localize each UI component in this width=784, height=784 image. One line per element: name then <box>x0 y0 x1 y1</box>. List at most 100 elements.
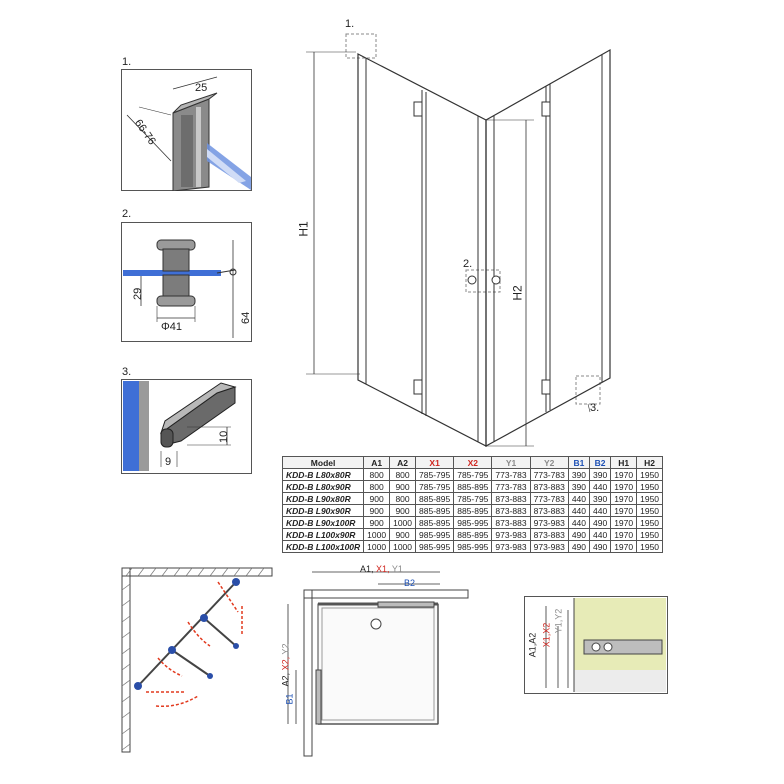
detail-1-label: 1. <box>122 56 132 68</box>
cell-x1: 785-795 <box>415 480 455 493</box>
cell-a2: 900 <box>389 528 417 541</box>
cell-x1: 885-895 <box>415 492 455 505</box>
cell-b1: 440 <box>567 516 591 529</box>
col-x2: X2 <box>453 456 493 469</box>
cell-b2: 390 <box>589 468 612 481</box>
cell-h1: 1970 <box>610 504 638 517</box>
col-x1: X1 <box>415 456 455 469</box>
cell-a1: 800 <box>363 468 391 481</box>
plan-top-a1: A1, <box>360 564 374 574</box>
cell-y1: 873-883 <box>491 492 531 505</box>
detail-2-handle: 29 Φ41 64 <box>121 222 252 342</box>
table-header-row: Model A1 A2 X1 X2 Y1 Y2 B1 B2 H1 H2 <box>281 456 664 469</box>
cell-b2: 440 <box>589 480 612 493</box>
detail-3-label: 3. <box>122 366 132 378</box>
cell-x2: 885-895 <box>453 480 493 493</box>
cell-x1: 885-895 <box>415 516 455 529</box>
side-label-y: Y1,Y2 <box>553 608 564 634</box>
cell-model: KDD-B L100x90R <box>281 528 365 541</box>
cell-x2: 985-995 <box>453 516 493 529</box>
side-label-x: X1,X2 <box>541 622 552 648</box>
cell-a2: 900 <box>389 504 417 517</box>
cell-y1: 773-783 <box>491 468 531 481</box>
dimensions-table: Model A1 A2 X1 X2 Y1 Y2 B1 B2 H1 H2 KDD-… <box>281 456 664 553</box>
side-wall-detail <box>524 596 668 694</box>
col-b1: B1 <box>567 456 591 469</box>
cell-x2: 885-895 <box>453 504 493 517</box>
side-label-a: A1,A2 <box>527 632 538 658</box>
cell-b1: 440 <box>567 504 591 517</box>
cell-h1: 1970 <box>610 540 638 553</box>
cell-y1: 973-983 <box>491 540 531 553</box>
col-a2: A2 <box>389 456 417 469</box>
detail-2-dim-diameter: Φ41 <box>161 321 182 333</box>
cell-b2: 440 <box>589 504 612 517</box>
col-model: Model <box>281 456 365 469</box>
cell-y2: 873-883 <box>529 504 569 517</box>
cell-b1: 390 <box>567 468 591 481</box>
cell-y2: 873-883 <box>529 480 569 493</box>
cell-y2: 773-783 <box>529 468 569 481</box>
cell-a2: 900 <box>389 480 417 493</box>
cell-model: KDD-B L80x80R <box>281 468 365 481</box>
cell-x2: 985-995 <box>453 540 493 553</box>
detail-1-dim-25: 25 <box>195 82 207 94</box>
plan-top-x1: X1, <box>376 564 390 574</box>
cell-a1: 1000 <box>363 540 391 553</box>
cell-h1: 1970 <box>610 528 638 541</box>
cell-b2: 490 <box>589 540 612 553</box>
cell-h2: 1950 <box>636 504 664 517</box>
cell-a1: 800 <box>363 480 391 493</box>
cell-b1: 440 <box>567 492 591 505</box>
detail-3-dim-10: 10 <box>218 431 230 443</box>
cell-a1: 900 <box>363 492 391 505</box>
cell-b1: 390 <box>567 480 591 493</box>
main-enclosure-drawing <box>306 33 611 448</box>
cell-y2: 873-883 <box>529 528 569 541</box>
cell-a1: 900 <box>363 516 391 529</box>
cell-b1: 490 <box>567 540 591 553</box>
col-b2: B2 <box>589 456 612 469</box>
cell-model: KDD-B L80x90R <box>281 480 365 493</box>
cell-y1: 873-883 <box>491 516 531 529</box>
cell-model: KDD-B L90x100R <box>281 516 365 529</box>
door-swing-plan <box>121 567 273 753</box>
col-h2: H2 <box>636 456 664 469</box>
cell-x1: 985-995 <box>415 528 455 541</box>
cell-x1: 985-995 <box>415 540 455 553</box>
cell-a2: 800 <box>389 492 417 505</box>
cell-h2: 1950 <box>636 492 664 505</box>
cell-y2: 973-983 <box>529 540 569 553</box>
cell-h1: 1970 <box>610 492 638 505</box>
main-callout-1: 1. <box>345 18 355 30</box>
detail-2-dim-64: 64 <box>240 312 252 324</box>
cell-x2: 785-795 <box>453 468 493 481</box>
cell-h2: 1950 <box>636 516 664 529</box>
main-callout-3: 3. <box>590 402 600 414</box>
cell-a2: 1000 <box>389 540 417 553</box>
cell-b2: 390 <box>589 492 612 505</box>
plan-left-a2: A2, <box>280 672 291 687</box>
cell-x1: 785-795 <box>415 468 455 481</box>
cell-y1: 873-883 <box>491 504 531 517</box>
col-y2: Y2 <box>529 456 569 469</box>
plan-b2-label: B2 <box>404 578 416 588</box>
cell-a2: 1000 <box>389 516 417 529</box>
cell-b2: 440 <box>589 528 612 541</box>
detail-2-label: 2. <box>122 208 132 220</box>
cell-y1: 973-983 <box>491 528 531 541</box>
cell-y1: 773-783 <box>491 480 531 493</box>
detail-3-seal-profile: 10 9 <box>121 379 252 474</box>
cell-a1: 1000 <box>363 528 391 541</box>
main-dim-h1: H1 <box>296 221 311 237</box>
cell-y2: 773-783 <box>529 492 569 505</box>
cell-a2: 800 <box>389 468 417 481</box>
cell-h2: 1950 <box>636 528 664 541</box>
col-h1: H1 <box>610 456 638 469</box>
